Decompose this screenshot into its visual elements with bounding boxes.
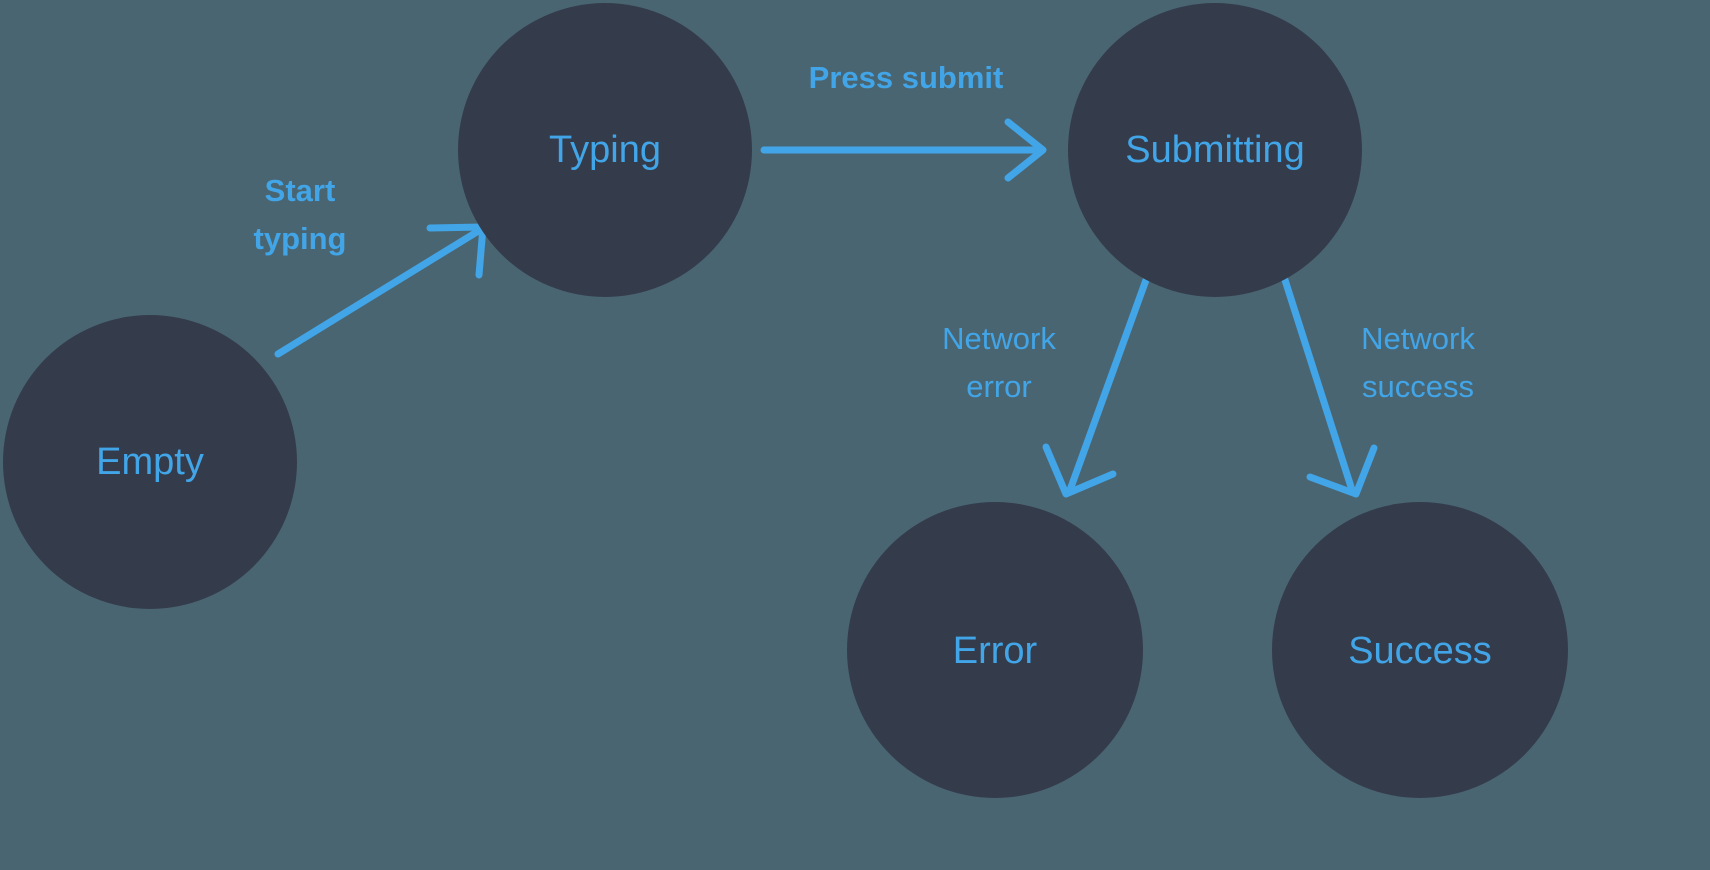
transition-network-success-label-line1: Network <box>1361 321 1475 356</box>
state-node-error-label: Error <box>953 630 1038 672</box>
state-node-empty-label: Empty <box>96 441 204 483</box>
transition-press-submit-label-line1: Press submit <box>809 60 1004 95</box>
state-node-empty[interactable]: Empty <box>3 315 297 609</box>
state-node-typing-label: Typing <box>549 129 661 171</box>
transition-network-error-arrowhead-icon <box>1042 443 1117 498</box>
transition-network-success[interactable]: Network success <box>1281 276 1475 498</box>
transition-press-submit[interactable]: Press submit <box>760 60 1047 182</box>
state-node-success-circle <box>1272 502 1568 798</box>
transition-network-success-label-line2: success <box>1362 369 1474 404</box>
transition-network-error-label-line2: error <box>966 369 1031 404</box>
transition-start-typing-label-line2: typing <box>254 221 347 256</box>
state-node-submitting-label: Submitting <box>1125 129 1305 171</box>
transition-network-error-label-line1: Network <box>942 321 1056 356</box>
transition-press-submit-arrowhead-icon <box>1004 118 1047 182</box>
transition-network-success-arrowhead-icon <box>1306 444 1378 498</box>
state-node-success[interactable]: Success <box>1272 502 1568 798</box>
transition-start-typing-line <box>274 226 484 358</box>
state-node-empty-circle <box>3 315 297 609</box>
state-node-success-label: Success <box>1348 630 1492 672</box>
transition-network-success-line <box>1281 276 1356 494</box>
transition-network-error[interactable]: Network error <box>942 276 1150 498</box>
state-node-error[interactable]: Error <box>847 502 1143 798</box>
transition-start-typing-label-line1: Start <box>265 173 336 208</box>
state-node-typing[interactable]: Typing <box>458 3 752 297</box>
state-node-error-circle <box>847 502 1143 798</box>
state-node-submitting-circle <box>1068 3 1362 297</box>
state-node-typing-circle <box>458 3 752 297</box>
state-node-submitting[interactable]: Submitting <box>1068 3 1362 297</box>
transition-network-error-line <box>1066 276 1150 494</box>
transition-start-typing[interactable]: Start typing <box>254 173 487 358</box>
